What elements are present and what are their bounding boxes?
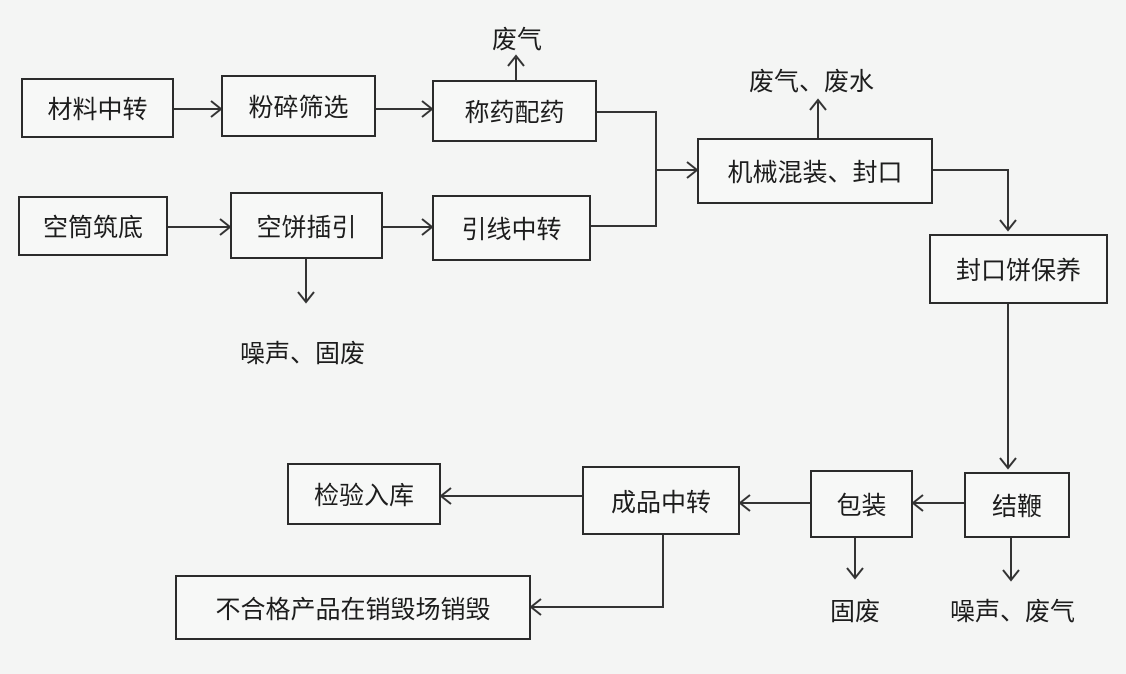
node-fuse-transfer: 引线中转 [432,195,591,261]
node-empty-tube-base: 空筒筑底 [18,196,168,256]
emission-mech-gas-water: 废气、废水 [749,67,875,96]
node-tie-braid: 结鞭 [964,472,1070,538]
node-reject-destroy: 不合格产品在销毁场销毁 [175,575,531,640]
arrow-product-to-reject [531,535,664,608]
node-inspect-store: 检验入库 [287,463,441,525]
node-product-transfer: 成品中转 [582,466,740,535]
node-mech-fill-seal: 机械混装、封口 [697,138,933,204]
emission-pack-solid: 固废 [830,597,881,626]
node-packaging: 包装 [810,470,913,538]
node-weigh-mix: 称药配药 [432,80,597,142]
node-empty-cake-insert: 空饼插引 [230,192,383,259]
node-crush-sieve: 粉碎筛选 [221,75,376,137]
node-material-transfer: 材料中转 [21,78,174,138]
emission-weigh-waste-gas: 废气 [492,25,543,54]
emission-tie-noise-gas: 噪声、废气 [950,597,1076,626]
emission-insert-noise-solid: 噪声、固废 [240,339,366,368]
arrow-weigh-merge [591,111,657,227]
node-seal-cake-cure: 封口饼保养 [929,234,1108,304]
arrow-mech-to-cure [933,169,1009,230]
